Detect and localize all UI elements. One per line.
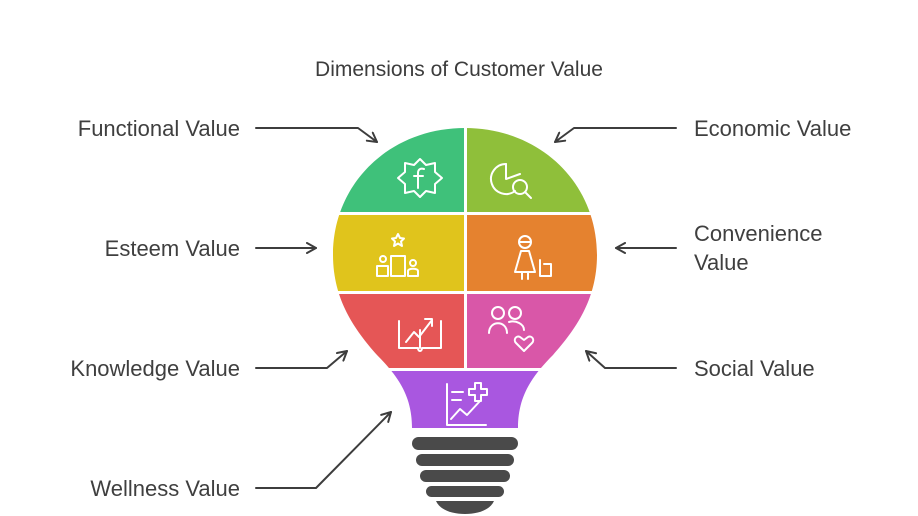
label-convenience-line1: Convenience [694,221,823,246]
label-social: Social Value [694,356,815,381]
diagram-title: Dimensions of Customer Value [315,58,603,81]
pie-magnifier-icon [490,163,532,199]
segment-economic [467,128,597,212]
label-economic: Economic Value [694,116,852,141]
health-chart-icon [446,382,488,426]
label-functional: Functional Value [77,116,240,141]
arrow-knowledge [255,350,348,369]
label-convenience-line2: Value [694,250,749,275]
label-convenience: Convenience Value [694,219,822,277]
arrow-economic [554,127,677,143]
gear-f-icon [397,158,443,198]
segment-wellness [333,371,597,428]
segment-functional [333,128,464,212]
arrow-wellness [255,411,392,489]
label-knowledge: Knowledge Value [70,356,240,381]
people-heart-icon [488,306,535,352]
arrow-social [585,350,677,369]
label-esteem: Esteem Value [104,236,240,261]
segment-convenience [467,215,597,291]
bulb-base [412,437,518,514]
label-wellness: Wellness Value [90,476,240,501]
person-luggage-icon [514,235,552,280]
segment-social [467,294,597,368]
arrow-functional [255,127,378,143]
segment-esteem [333,215,464,291]
podium-star-icon [376,233,419,277]
book-growth-icon [398,318,442,352]
